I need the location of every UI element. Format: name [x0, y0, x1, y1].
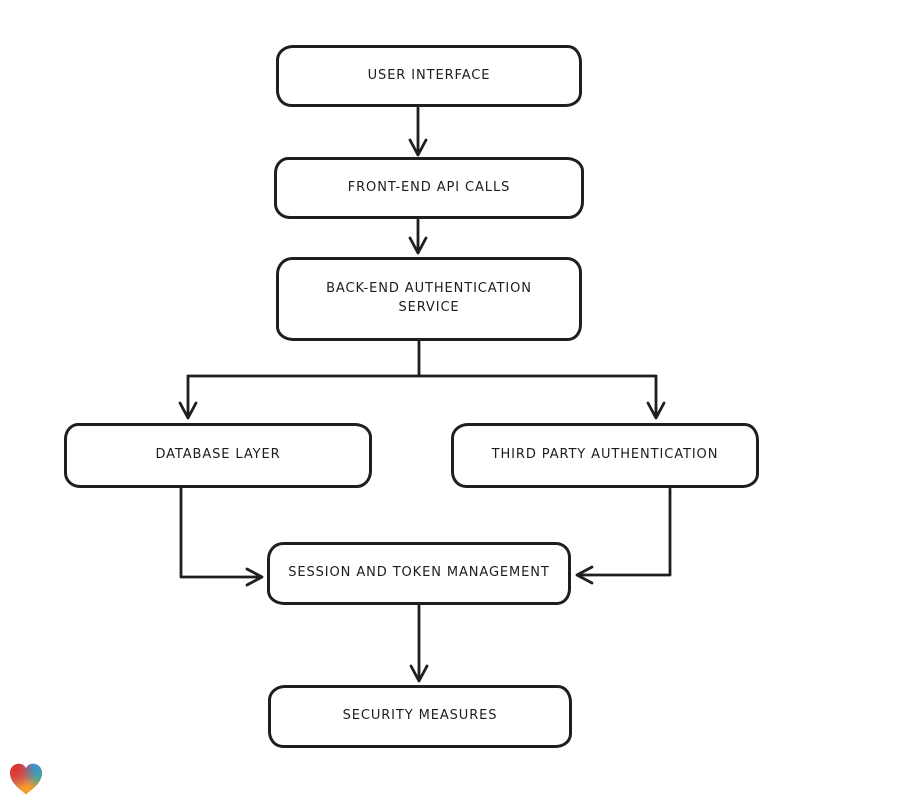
node-label: SECURITY MEASURES	[342, 708, 498, 724]
edge-user-interface-to-front-end-api-calls	[408, 106, 428, 157]
node-database-layer: DATABASE LAYER	[64, 423, 372, 488]
node-third-party-authentication: THIRD PARTY AUTHENTICATION	[451, 423, 759, 488]
node-label: SESSION AND TOKEN MANAGEMENT	[288, 565, 550, 581]
node-session-and-token-management: SESSION AND TOKEN MANAGEMENT	[267, 542, 571, 605]
edge-branch-to-third-party-authentication	[646, 374, 666, 420]
node-label: FRONT-END API CALLS	[347, 179, 511, 195]
edge-session-token-management-to-security-measures	[409, 603, 429, 683]
edge-third-party-auth-to-session-token-management	[575, 487, 672, 585]
node-label: THIRD PARTY AUTHENTICATION	[491, 447, 719, 463]
edge-branch-to-database-layer	[178, 374, 198, 420]
edge-database-layer-to-session-token-management	[179, 486, 264, 587]
node-label: BACK-END AUTHENTICATION SERVICE	[326, 281, 532, 315]
node-label: DATABASE LAYER	[155, 447, 281, 463]
edge-front-end-api-calls-to-back-end-auth-service	[408, 218, 428, 255]
edge-back-end-auth-service-branch	[186, 339, 658, 378]
node-front-end-api-calls: FRONT-END API CALLS	[274, 157, 584, 219]
node-back-end-authentication-service: BACK-END AUTHENTICATION SERVICE	[276, 257, 582, 341]
node-label: USER INTERFACE	[367, 67, 491, 83]
node-user-interface: USER INTERFACE	[276, 45, 582, 107]
node-security-measures: SECURITY MEASURES	[268, 685, 572, 748]
